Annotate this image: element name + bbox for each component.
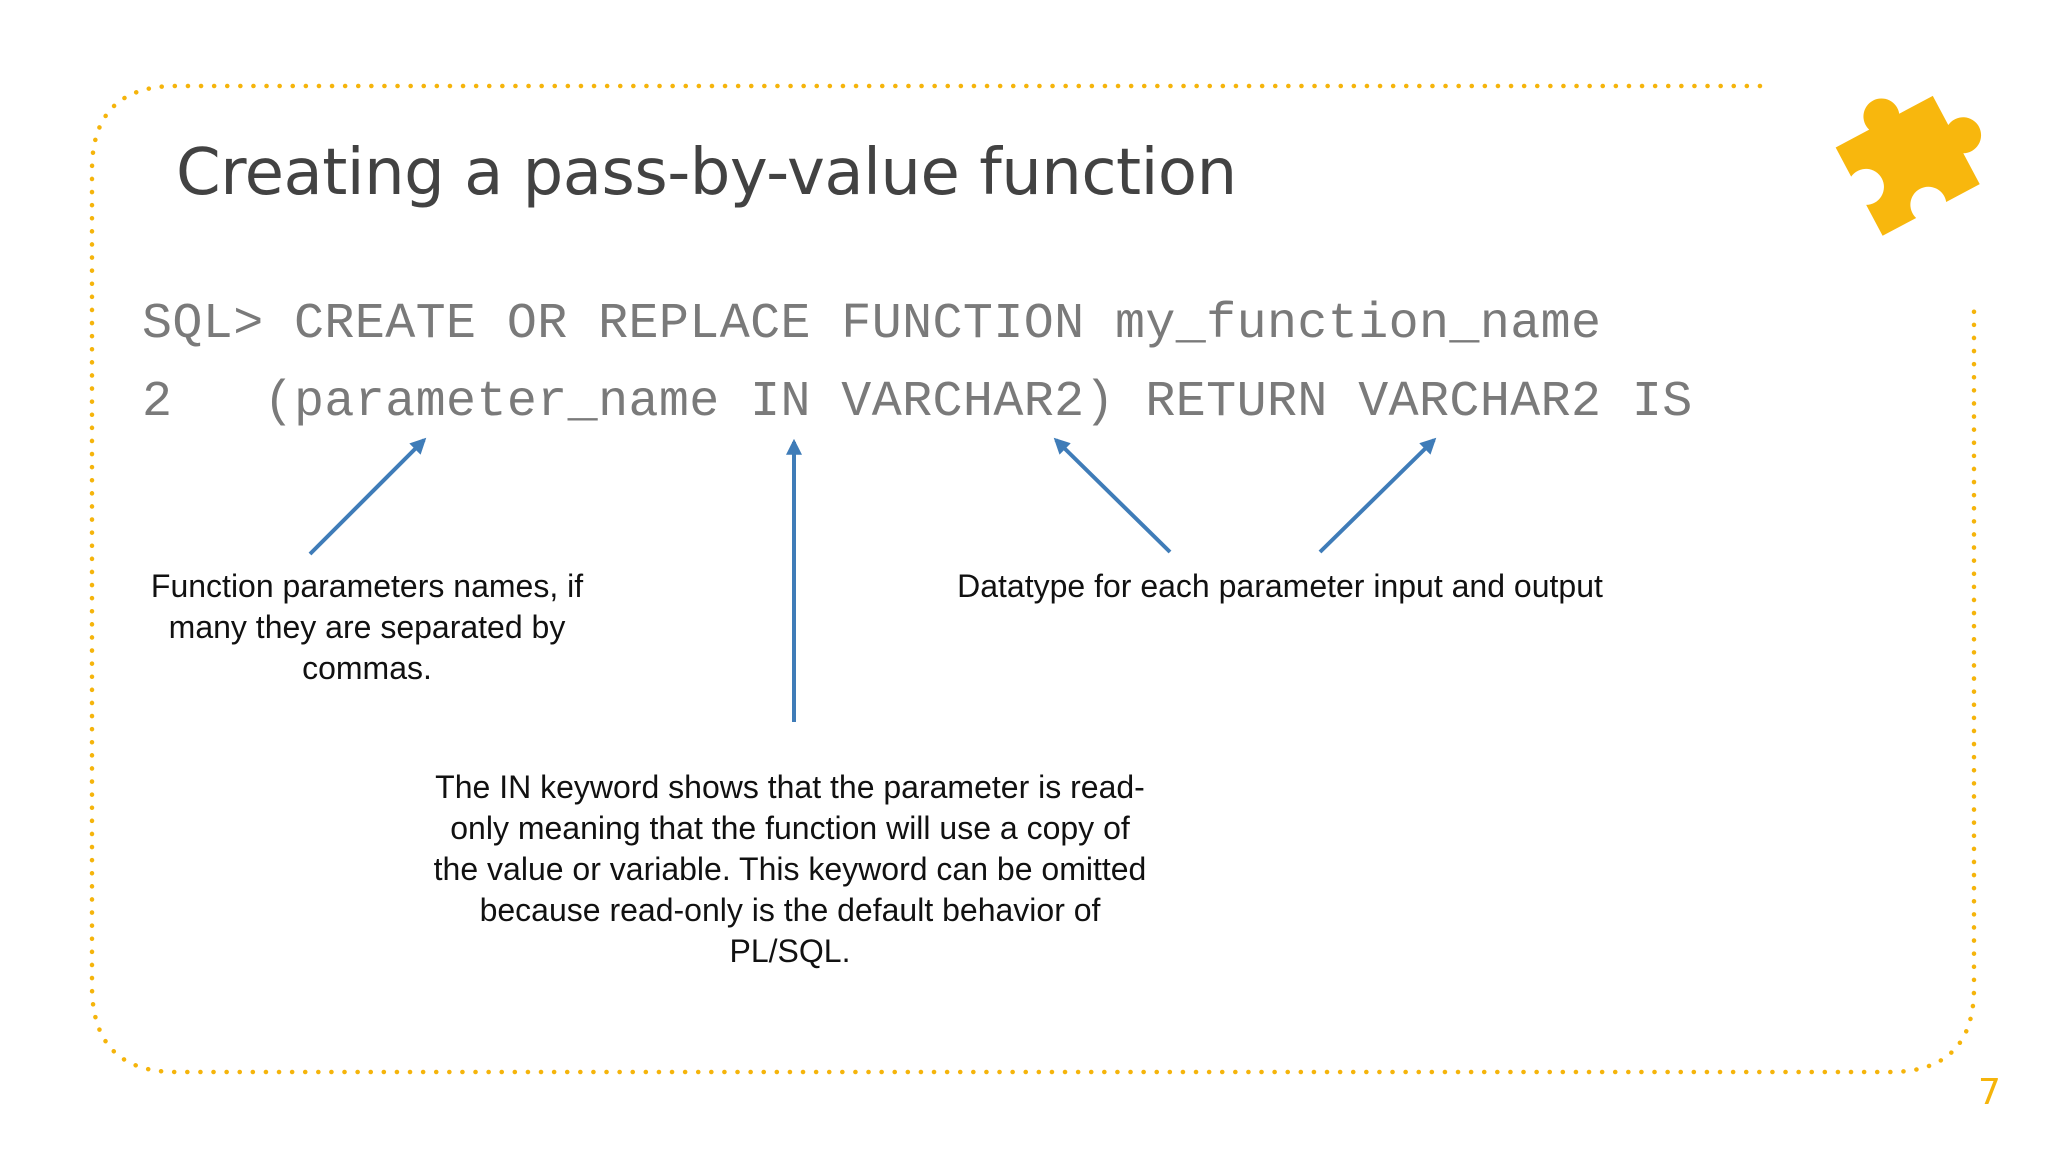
annotation-datatype: Datatype for each parameter input and ou… [957, 568, 1603, 604]
puzzle-piece-icon [1835, 95, 1982, 236]
code-line-1: SQL> CREATE OR REPLACE FUNCTION my_funct… [142, 296, 1602, 353]
arrow-to-varchar2-param [1053, 437, 1172, 554]
slide-title: Creating a pass-by-value function [176, 136, 1237, 210]
arrow-to-parameter-name [308, 437, 427, 556]
annotation-params: Function parameters names, if many they … [150, 568, 584, 686]
annotation-in-keyword: The IN keyword shows that the parameter … [433, 769, 1147, 969]
page-number: 7 [1978, 1072, 2001, 1113]
code-line-2: 2 (parameter_name IN VARCHAR2) RETURN VA… [142, 374, 1693, 431]
arrow-to-varchar2-return [1318, 437, 1437, 554]
